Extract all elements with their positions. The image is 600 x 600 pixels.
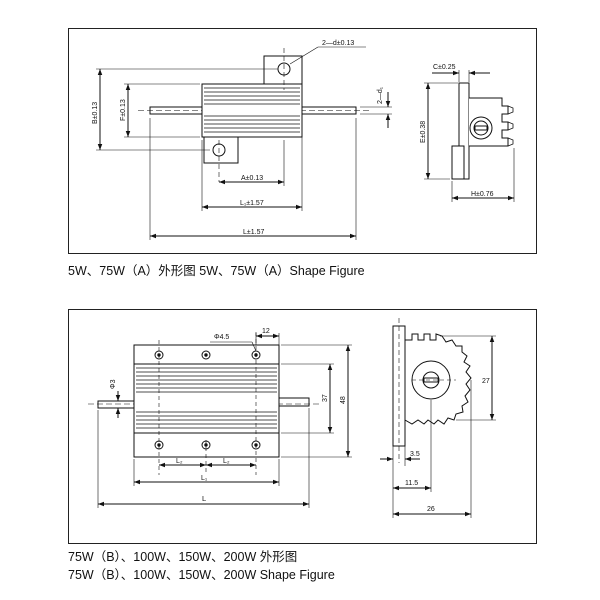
caption-b-cn: 75W（B）、100W、150W、200W 外形图: [68, 550, 298, 564]
label-12: 12: [262, 328, 270, 335]
label-26: 26: [427, 506, 435, 513]
label-f: F±0.13: [120, 99, 127, 121]
caption-b-en: 75W（B）、100W、150W、200W Shape Figure: [68, 568, 335, 582]
label-h: H±0.76: [471, 191, 494, 198]
panel-b-side-view: [380, 318, 496, 518]
label-phi45: Φ4.5: [214, 334, 229, 341]
panel-b-frame: [68, 309, 537, 544]
label-e: E±0.38: [420, 121, 427, 143]
label-hole-dia: 2—d±0.13: [322, 40, 354, 47]
label-b: B±0.13: [92, 102, 99, 124]
label-l2-right: L₂: [223, 458, 230, 465]
panel-a-front-view: [96, 46, 392, 240]
label-48: 48: [340, 396, 347, 404]
label-l: L±1.57: [243, 229, 264, 236]
label-115: 11.5: [405, 480, 418, 487]
label-27: 27: [482, 378, 490, 385]
label-35: 3.5: [410, 451, 420, 458]
label-c: C±0.25: [433, 64, 456, 71]
side-lead-outer: [469, 116, 493, 140]
label-l-b: L: [202, 494, 206, 503]
label-l1-b: L₁: [201, 475, 208, 482]
panel-b-front-view: [88, 332, 352, 508]
label-l1: L₁±1.57: [240, 200, 264, 207]
label-37: 37: [322, 394, 329, 402]
caption-a: 5W、75W（A）外形图 5W、75W（A）Shape Figure: [68, 264, 365, 278]
label-d1: 2—d₁: [377, 86, 384, 104]
panel-a-frame: [68, 28, 537, 254]
label-phi3: Φ3: [110, 379, 117, 389]
label-a: A±0.13: [241, 175, 263, 182]
label-l2-left: L₂: [176, 458, 183, 465]
panel-a-side-view: [424, 70, 515, 202]
